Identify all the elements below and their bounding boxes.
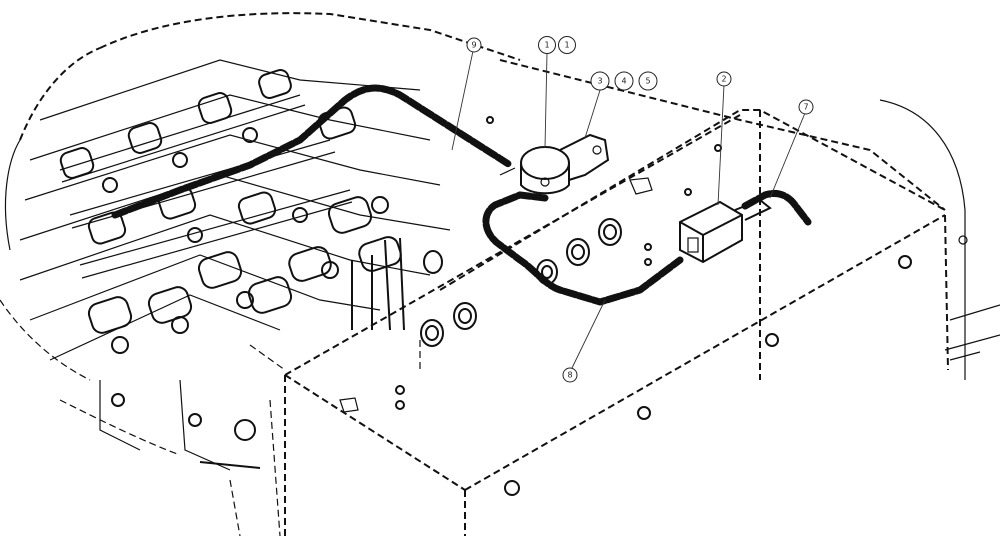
callout-1-left: 1	[538, 36, 556, 54]
leader-lines	[451, 50, 806, 369]
callout-8: 8	[562, 367, 578, 383]
control-module	[679, 198, 772, 264]
callout-4: 4	[614, 71, 634, 91]
solenoid-relay	[499, 133, 610, 195]
svg-text:4: 4	[621, 77, 626, 86]
engine-assembly	[0, 12, 521, 536]
callout-5: 5	[638, 71, 658, 91]
callout-1-right: 1	[558, 36, 576, 54]
harness-item-9	[111, 84, 514, 219]
svg-text:7: 7	[803, 103, 808, 112]
svg-text:2: 2	[721, 75, 726, 84]
callout-7: 7	[798, 99, 814, 115]
mounting-bolts	[395, 116, 912, 496]
callout-3: 3	[590, 71, 610, 91]
wire-harness	[111, 84, 812, 306]
svg-text:8: 8	[567, 371, 572, 380]
callout-9: 9	[466, 37, 482, 53]
svg-text:3: 3	[597, 77, 602, 86]
harness-item-7	[741, 189, 812, 226]
svg-text:5: 5	[645, 77, 650, 86]
svg-text:9: 9	[471, 41, 476, 50]
callout-2: 2	[716, 71, 732, 87]
grommet-rings	[420, 218, 622, 347]
svg-text:1: 1	[544, 41, 549, 50]
svg-text:1: 1	[564, 41, 569, 50]
harness-item-8	[482, 191, 684, 306]
control-box-housing	[249, 59, 1000, 536]
